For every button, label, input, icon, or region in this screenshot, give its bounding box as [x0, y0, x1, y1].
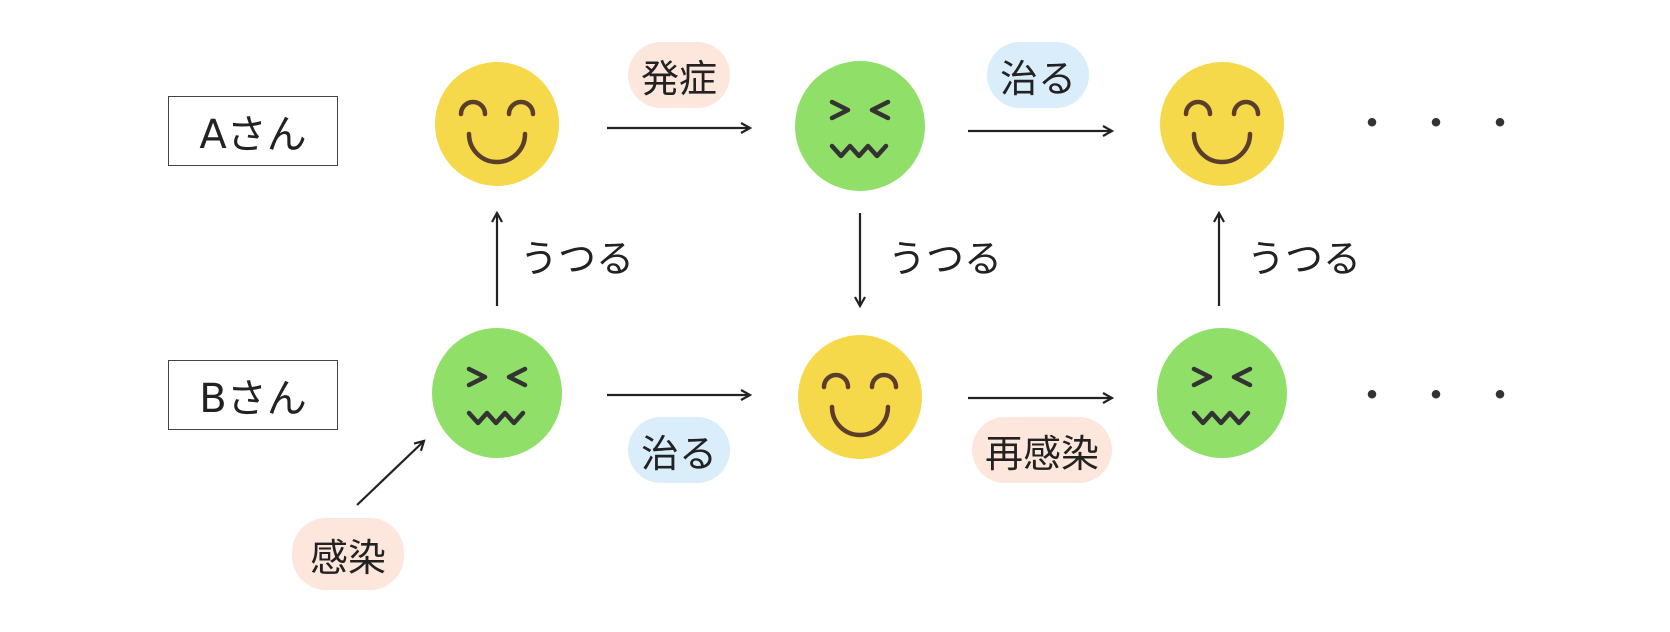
heal-pill-b: 治る [628, 417, 730, 483]
face-a3 [1160, 62, 1284, 186]
person-b-label: Bさん [168, 360, 338, 430]
left-eye [458, 99, 488, 117]
right-eye [506, 366, 528, 388]
person-a-text: Aさん [199, 112, 307, 158]
infection-text: 感染 [309, 535, 386, 580]
onset-pill: 発症 [628, 42, 730, 108]
continuation-dots-a: ・・・ [1352, 101, 1544, 147]
right-eye [506, 99, 536, 117]
heal-text-b: 治る [640, 431, 717, 476]
healthy-face-icon [1160, 62, 1284, 186]
reinfection-pill: 再感染 [972, 417, 1112, 483]
face-b1 [432, 328, 562, 458]
face-a2 [795, 61, 925, 191]
transmission-label-3: うつる [1247, 237, 1362, 281]
sick-face-icon [1157, 328, 1287, 458]
left-eye [1183, 99, 1213, 117]
left-eye [466, 366, 488, 388]
transmission-label-2: うつる [888, 237, 1003, 281]
wavy-mouth [466, 410, 526, 426]
left-eye [1191, 366, 1213, 388]
right-eye [869, 99, 891, 121]
wavy-mouth [1191, 410, 1251, 426]
sick-face-icon [795, 61, 925, 191]
person-a-label: Aさん [168, 96, 338, 166]
healthy-face-icon [798, 335, 922, 459]
left-eye [829, 99, 851, 121]
right-eye [1231, 99, 1261, 117]
face-b3 [1157, 328, 1287, 458]
heal-text-a: 治る [999, 56, 1076, 101]
smile-mouth [829, 404, 891, 438]
continuation-dots-b: ・・・ [1352, 373, 1544, 419]
healthy-face-icon [435, 62, 559, 186]
wavy-mouth [829, 143, 889, 159]
face-a1 [435, 62, 559, 186]
smile-mouth [1191, 131, 1253, 165]
reinfection-text: 再感染 [984, 431, 1099, 476]
right-eye [869, 372, 899, 390]
infection-pill: 感染 [292, 518, 404, 590]
sick-face-icon [432, 328, 562, 458]
onset-text: 発症 [640, 56, 717, 101]
right-eye [1231, 366, 1253, 388]
arrow-infection [356, 441, 424, 506]
left-eye [821, 372, 851, 390]
person-b-text: Bさん [199, 376, 307, 422]
heal-pill-a: 治る [987, 42, 1089, 108]
face-b2 [798, 335, 922, 459]
transmission-label-1: うつる [520, 237, 635, 281]
smile-mouth [466, 131, 528, 165]
